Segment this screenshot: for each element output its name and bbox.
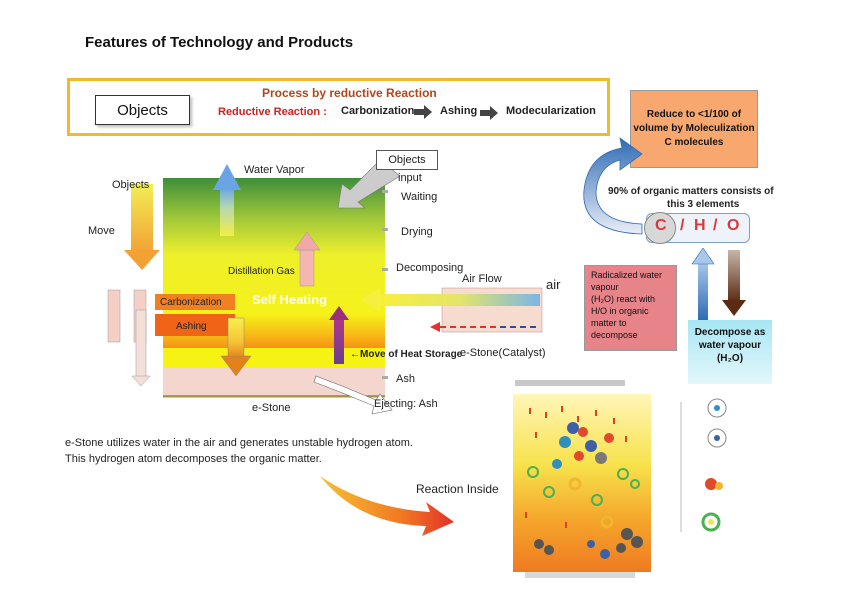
estone-label: e-Stone — [252, 402, 291, 414]
curved-arrow-icon — [583, 137, 643, 235]
air-flow-label: Air Flow — [462, 273, 502, 285]
element-arrows-icon — [691, 248, 746, 320]
move-heat-storage-label: ←Move of Heat Storage — [350, 349, 463, 360]
decompose-box: Decompose as water vapour (H₂O) — [688, 320, 772, 384]
distillation-gas-label: Distillation Gas — [228, 266, 295, 277]
description-line1: e-Stone utilizes water in the air and ge… — [65, 437, 413, 449]
heat-storage-band — [163, 348, 385, 368]
objects-side-label: Objects — [112, 179, 150, 191]
decomposing-label: Decomposing — [396, 262, 464, 274]
process-title: Process by reductive Reaction — [262, 86, 437, 100]
heat-up-arrow — [334, 318, 344, 364]
step-arrow-icon — [414, 105, 432, 119]
element-o: O — [727, 217, 740, 234]
objects-box: Objects — [95, 95, 190, 125]
reductive-reaction-label: Reductive Reaction : — [218, 106, 327, 118]
center-down-arrow — [227, 317, 245, 359]
description-line2: This hydrogen atom decomposes the organi… — [65, 453, 322, 465]
element-h: H — [694, 217, 706, 234]
radicalized-line2: (H₂O) react with H/O in organic matter t… — [591, 294, 656, 340]
air-label: air — [546, 277, 561, 292]
slash-2: / — [713, 217, 718, 234]
process-banner — [67, 78, 610, 136]
decompose-line1: Decompose as water vapour — [694, 327, 766, 351]
organic-line2: this 3 elements — [667, 199, 740, 210]
carbonization-label: Carbonization — [160, 297, 222, 308]
radicalized-line1: Radicalized water vapour — [591, 270, 663, 292]
drying-label: Drying — [401, 226, 433, 238]
element-c: C — [655, 217, 667, 234]
page-title: Features of Technology and Products — [85, 34, 354, 51]
slash-1: / — [680, 217, 685, 234]
carbon-circle — [644, 212, 676, 244]
step-carbonization: Carbonization — [341, 105, 415, 117]
water-vapor-label: Water Vapor — [244, 164, 305, 176]
waiting-label: Waiting — [401, 191, 438, 203]
reaction-inside-label: Reaction Inside — [416, 482, 499, 496]
step-modecularization: Modecularization — [506, 105, 596, 117]
organic-line1: 90% of organic matters consists of — [608, 186, 774, 197]
reaction-illustration — [513, 380, 727, 578]
air-flow-arrow — [380, 294, 540, 306]
radicalized-box: Radicalized water vapour (H₂O) react wit… — [584, 265, 677, 351]
reaction-arrow-icon — [320, 476, 454, 536]
step-ashing: Ashing — [440, 105, 478, 117]
ashing-box — [155, 314, 235, 336]
ejecting-arrow — [313, 375, 393, 415]
ash-label: Ash — [396, 373, 415, 385]
self-heating-label: Self Heating — [252, 292, 328, 307]
ejecting-label: Ejecting: Ash — [374, 398, 438, 410]
ashing-label: Ashing — [176, 321, 207, 332]
objects-input-arrow — [337, 159, 401, 209]
furnace-diagram — [107, 159, 543, 415]
left-side-box — [107, 289, 121, 343]
estone-catalyst-label: e-Stone(Catalyst) — [460, 347, 546, 359]
input-label: input — [398, 172, 422, 184]
step-arrow-icon — [480, 106, 498, 120]
carbonization-box — [155, 294, 235, 310]
water-vapor-arrow — [220, 188, 234, 236]
move-label: Move — [88, 225, 115, 237]
decompose-line2: (H₂O) — [716, 353, 744, 364]
distillation-arrow — [299, 249, 315, 287]
objects-input-box: Objects — [376, 150, 438, 170]
reduce-volume-box: Reduce to <1/100 of volume by Moleculiza… — [630, 90, 758, 168]
move-arrow — [131, 184, 153, 252]
